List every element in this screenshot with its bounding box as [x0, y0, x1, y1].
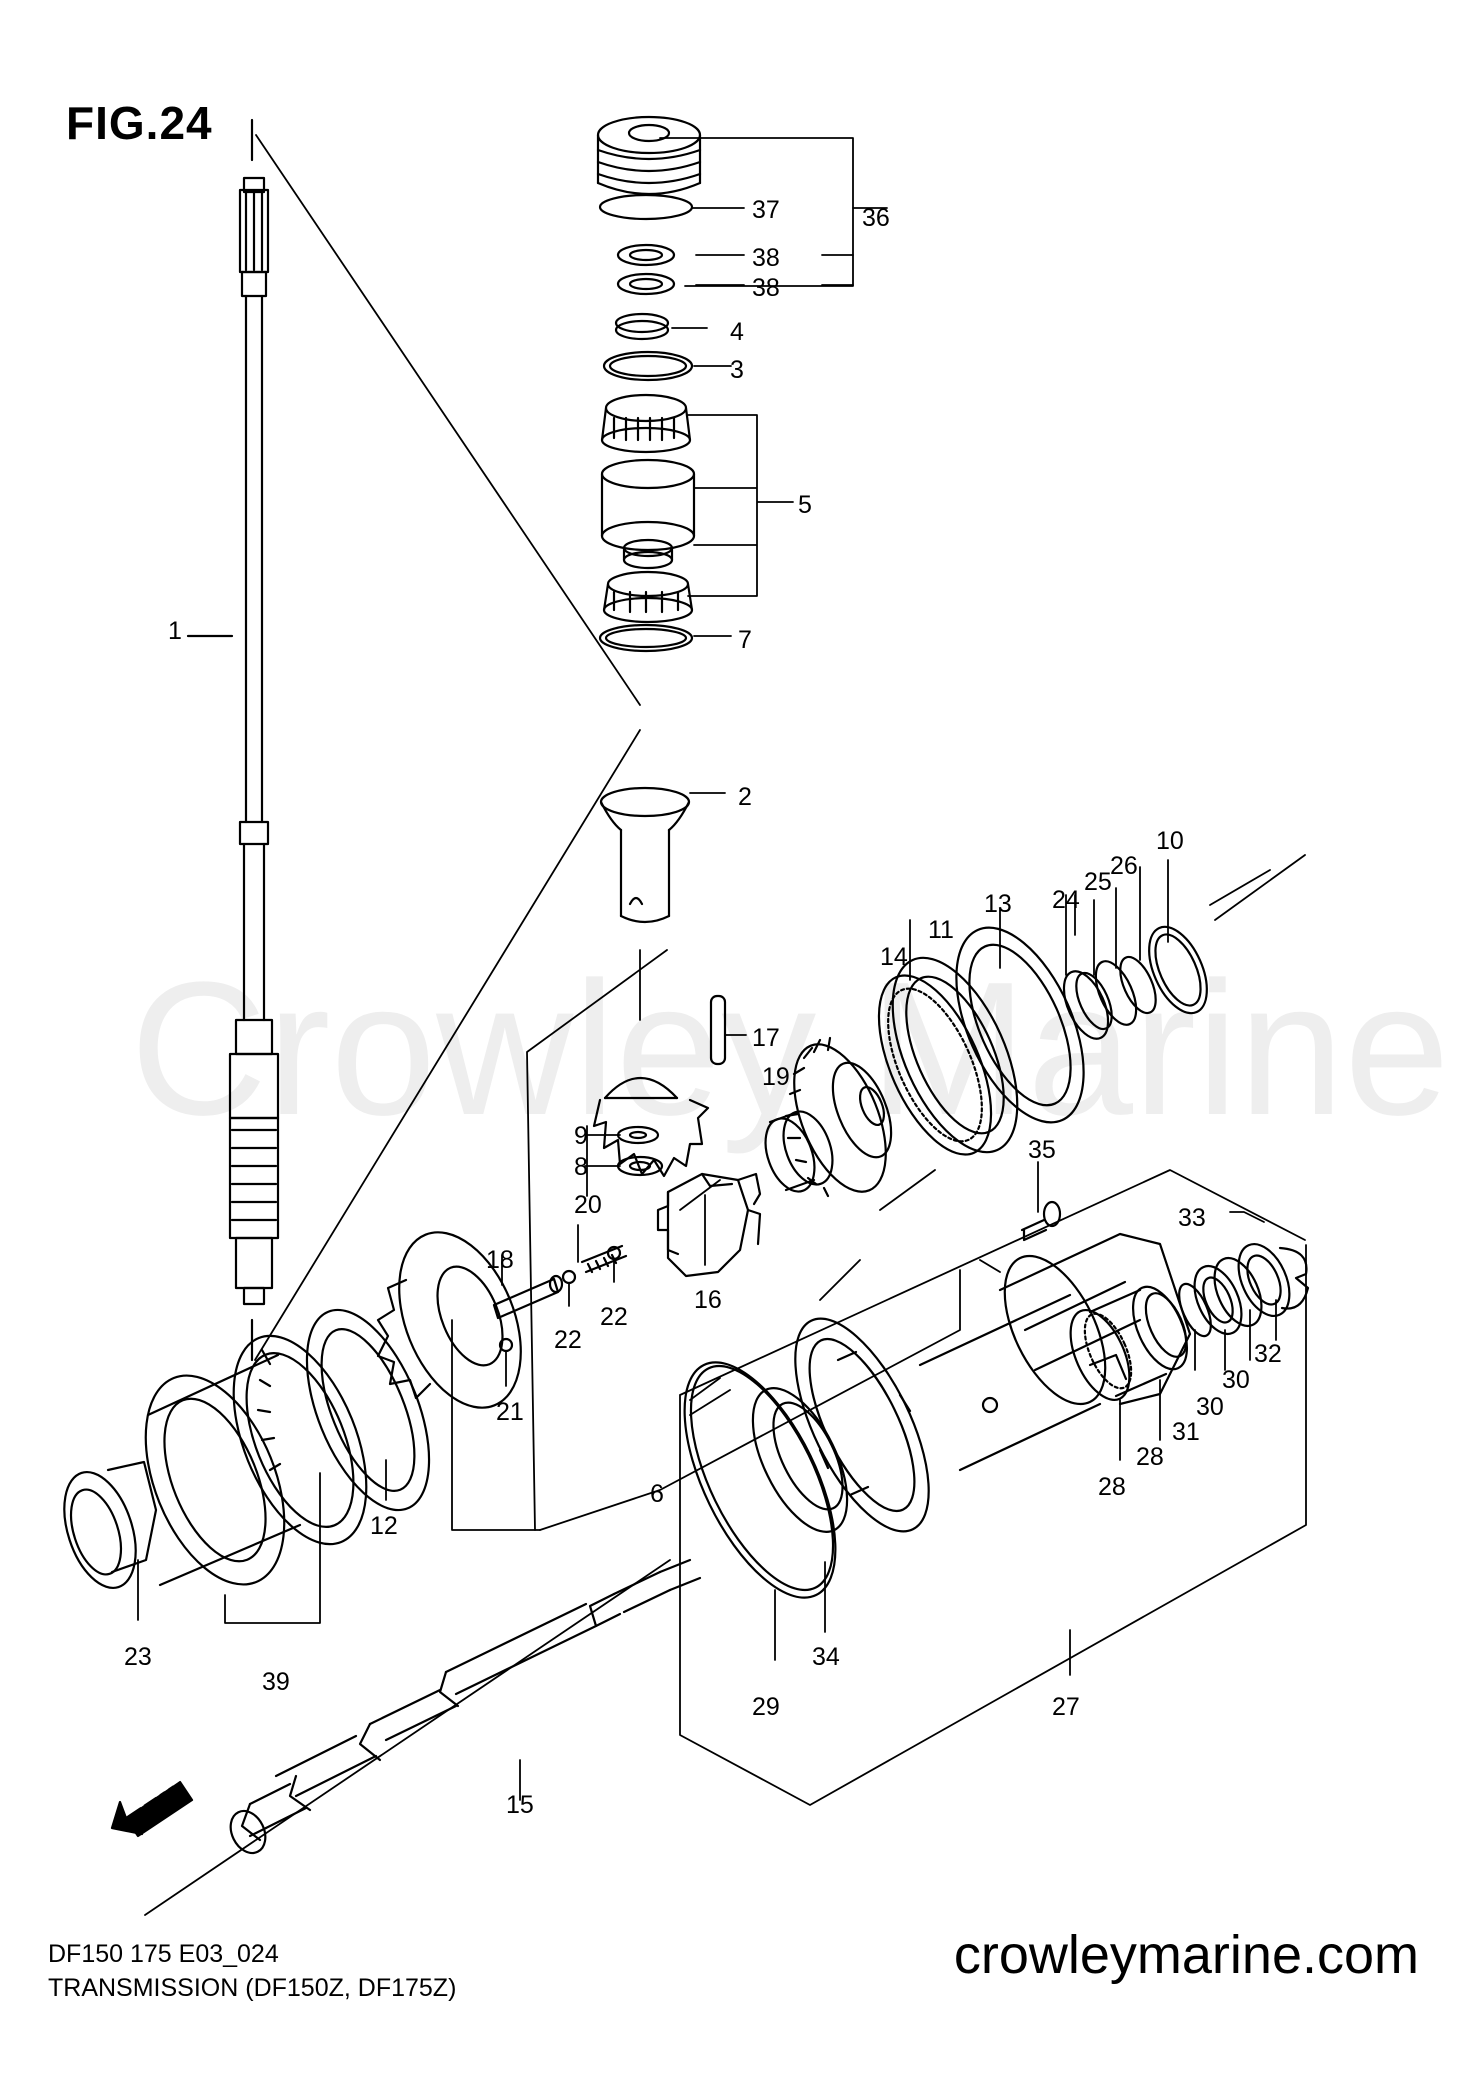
- callout-32: 32: [1254, 1340, 1282, 1368]
- callout-36: 36: [862, 204, 890, 232]
- bearing-housing-part: [596, 115, 702, 382]
- callout-30b: 30: [1222, 1366, 1250, 1394]
- callout-8: 8: [574, 1153, 588, 1181]
- callout-30a: 30: [1196, 1393, 1224, 1421]
- callout-23: 23: [124, 1643, 152, 1671]
- callout-14: 14: [880, 943, 908, 971]
- callout-18: 18: [486, 1246, 514, 1274]
- callout-33: 33: [1178, 1204, 1206, 1232]
- small-parts: [492, 994, 727, 1353]
- callout-3: 3: [730, 356, 744, 384]
- website-label: crowleymarine.com: [953, 1925, 1419, 1985]
- callout-20: 20: [574, 1191, 602, 1219]
- pinion-gear-part: [592, 1076, 710, 1178]
- rear-small-parts: [1020, 1200, 1310, 1402]
- callout-25: 25: [1084, 868, 1112, 896]
- callout-34: 34: [812, 1643, 840, 1671]
- callout-35: 35: [1028, 1136, 1056, 1164]
- callout-38b: 38: [752, 274, 780, 302]
- callout-16: 16: [694, 1286, 722, 1314]
- sleeve-part: [599, 786, 691, 924]
- thrust-washers-part: [877, 925, 1208, 1156]
- callout-6: 6: [650, 1480, 664, 1508]
- callout-13: 13: [984, 890, 1012, 918]
- callout-9: 9: [574, 1122, 588, 1150]
- callout-27: 27: [1052, 1693, 1080, 1721]
- callout-7: 7: [738, 626, 752, 654]
- clutch-dog-part: [656, 1172, 762, 1278]
- callout-17: 17: [752, 1024, 780, 1052]
- callout-21: 21: [496, 1398, 524, 1426]
- callout-26: 26: [1110, 852, 1138, 880]
- callout-12: 12: [370, 1512, 398, 1540]
- callout-22b: 22: [600, 1303, 628, 1331]
- drawing-code: DF150 175 E03_024: [48, 1940, 279, 1968]
- propeller-shaft-part: [229, 1558, 702, 1855]
- callout-31: 31: [1172, 1418, 1200, 1446]
- callout-10: 10: [1156, 827, 1184, 855]
- drive-shaft-part: [186, 118, 280, 1362]
- forward-gear-bearing-part: [63, 1231, 522, 1590]
- callout-5: 5: [798, 491, 812, 519]
- callout-labels: 1 2 3 4 5 6 7 8 9 10 11 12 13 14 15 16 1…: [124, 196, 1282, 1819]
- figure-title: FIG.24: [66, 97, 213, 149]
- explosion-lines: [144, 134, 1306, 1916]
- callout-28b: 28: [1136, 1443, 1164, 1471]
- callout-2: 2: [738, 783, 752, 811]
- callout-37: 37: [752, 196, 780, 224]
- taper-bearing-set-part: [598, 393, 696, 653]
- callout-29: 29: [752, 1693, 780, 1721]
- figure-caption: TRANSMISSION (DF150Z, DF175Z): [48, 1974, 457, 2002]
- callout-28a: 28: [1098, 1473, 1126, 1501]
- callout-38a: 38: [752, 244, 780, 272]
- callout-11: 11: [928, 916, 954, 944]
- callout-24: 24: [1052, 886, 1080, 914]
- callout-22a: 22: [554, 1326, 582, 1354]
- leader-lines: [137, 137, 1307, 1806]
- callout-1: 1: [168, 617, 182, 645]
- callout-4: 4: [730, 318, 744, 346]
- bevel-gear-part: [784, 1036, 893, 1198]
- oring-bearing-part: [683, 1361, 849, 1599]
- callout-18-19: 19: [762, 1063, 790, 1091]
- callout-15: 15: [506, 1791, 534, 1819]
- callout-39: 39: [262, 1668, 290, 1696]
- fwd-arrow-icon: [110, 1780, 194, 1838]
